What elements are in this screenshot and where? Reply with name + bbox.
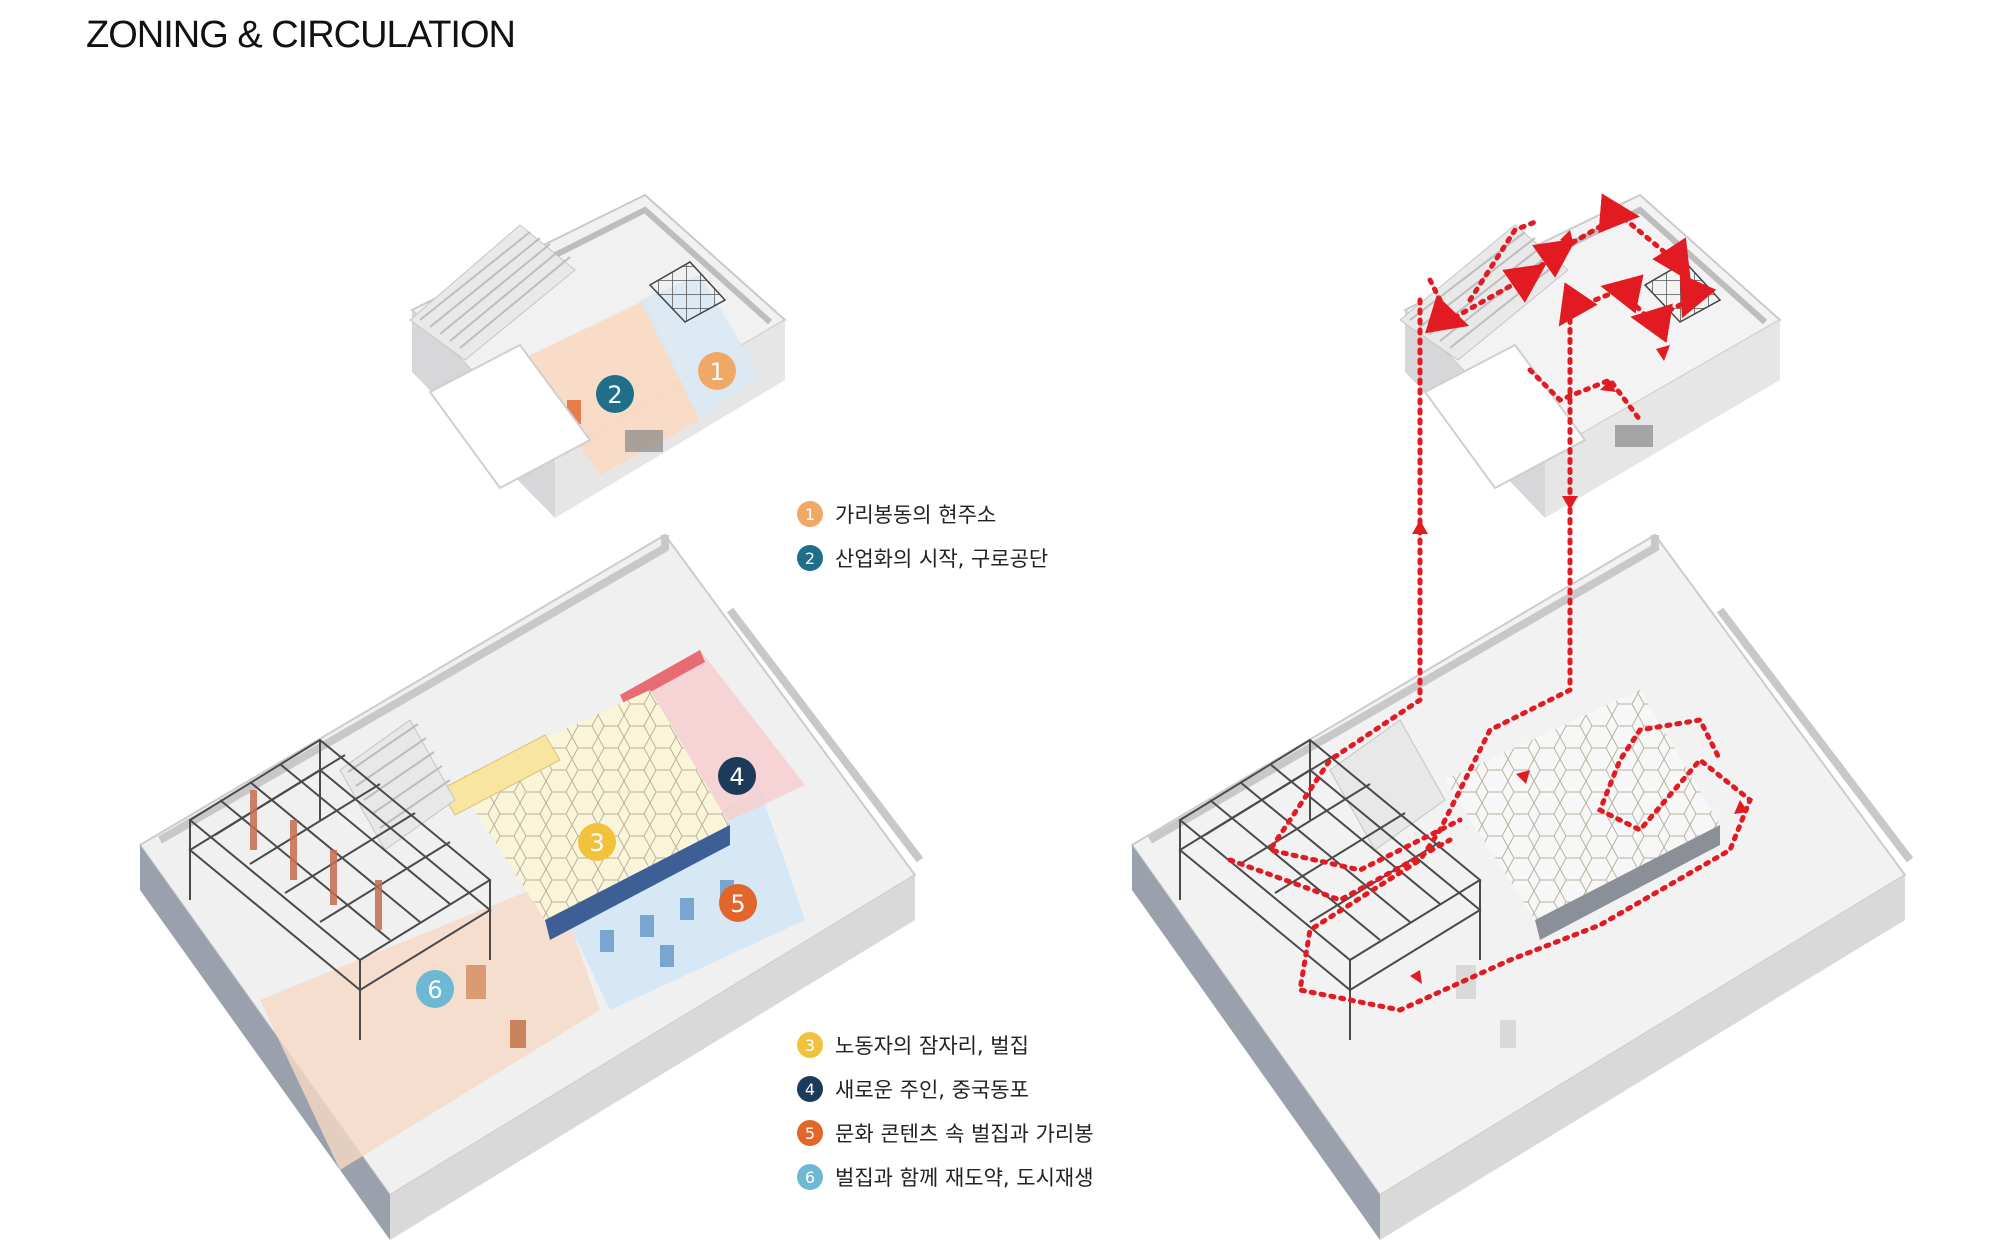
right-ground-floor-plan: [1130, 533, 1914, 1240]
legend-num-4: 4: [797, 1076, 823, 1102]
legend-num-2: 2: [797, 545, 823, 571]
legend-item-3: 3 노동자의 잠자리, 벌집: [797, 1030, 1029, 1060]
zone-6-area: [260, 880, 600, 1170]
page-title: ZONING & CIRCULATION: [86, 14, 516, 56]
zone-markers: 1 2 3 4 5 6: [416, 352, 757, 1008]
legend-item-6: 6 벌집과 함께 재도약, 도시재생: [797, 1162, 1094, 1192]
steel-frame: [188, 738, 492, 1040]
zone-4-area: [620, 650, 805, 825]
marker-6-text: 6: [427, 976, 442, 1004]
legend-num-1: 1: [797, 501, 823, 527]
marker-5: 5: [719, 884, 757, 922]
legend-item-4: 4 새로운 주인, 중국동포: [797, 1074, 1029, 1104]
upper-stair: [409, 224, 576, 361]
marker-5-text: 5: [730, 890, 745, 918]
left-ground-floor-plan: [138, 533, 924, 1240]
marker-1: 1: [698, 352, 736, 390]
legend-item-5: 5 문화 콘텐츠 속 벌집과 가리봉: [797, 1118, 1094, 1148]
marker-2: 2: [596, 375, 634, 413]
legend-label-1: 가리봉동의 현주소: [835, 503, 997, 527]
circulation-path: [1227, 193, 1754, 1013]
legend-label-2: 산업화의 시작, 구로공단: [835, 547, 1049, 571]
legend-label-5: 문화 콘텐츠 속 벌집과 가리봉: [835, 1122, 1094, 1146]
legend-num-3: 3: [797, 1032, 823, 1058]
legend-num-5: 5: [797, 1120, 823, 1146]
marker-3-text: 3: [589, 829, 604, 857]
marker-3: 3: [578, 823, 616, 861]
marker-4-text: 4: [729, 763, 744, 791]
legend-item-1: 1 가리봉동의 현주소: [797, 499, 996, 529]
marker-1-text: 1: [709, 358, 724, 386]
circulation-arrows: [1410, 230, 1748, 984]
right-upper-floor-plan: [1399, 193, 1782, 518]
marker-2-text: 2: [607, 381, 622, 409]
marker-6: 6: [416, 970, 454, 1008]
marker-4: 4: [718, 757, 756, 795]
ground-stair: [339, 719, 456, 851]
legend-label-4: 새로운 주인, 중국동포: [835, 1078, 1029, 1102]
legend-num-6: 6: [797, 1164, 823, 1190]
legend-label-6: 벌집과 함께 재도약, 도시재생: [835, 1166, 1094, 1190]
legend-label-3: 노동자의 잠자리, 벌집: [835, 1034, 1029, 1058]
legend-item-2: 2 산업화의 시작, 구로공단: [797, 543, 1048, 573]
